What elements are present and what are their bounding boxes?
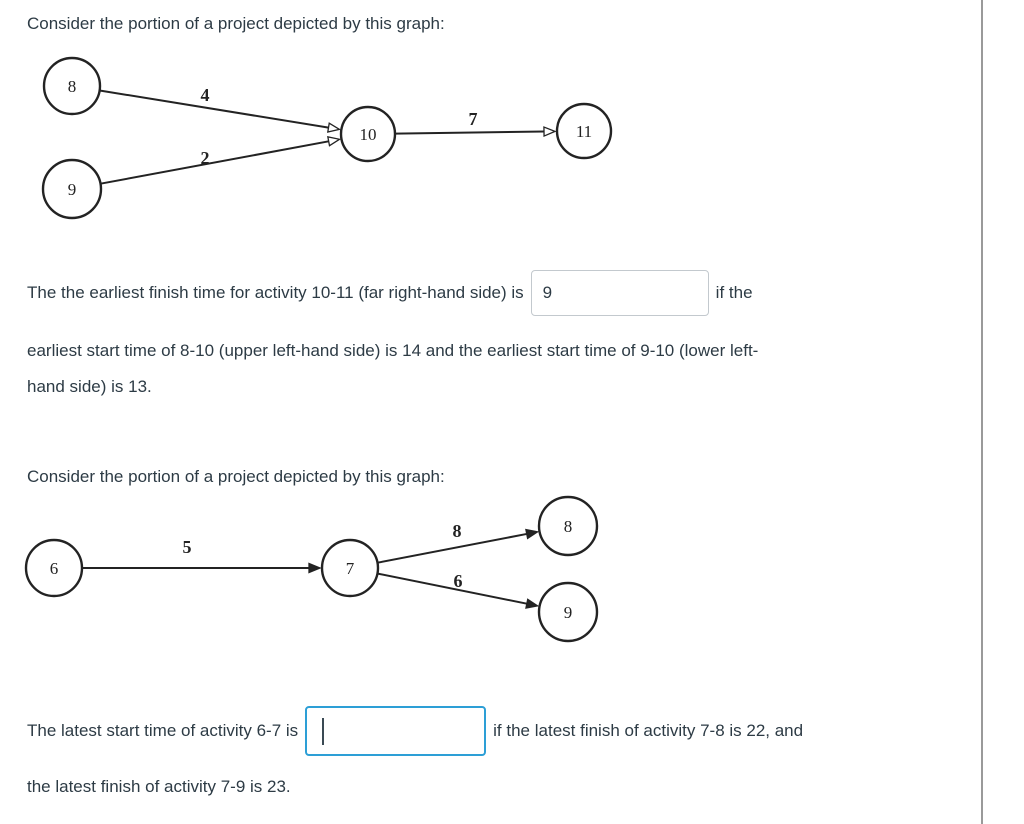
arrowhead-icon (543, 126, 557, 138)
answer-input-q2[interactable] (305, 706, 487, 756)
graph-edge-8-10 (99, 89, 329, 129)
arrowhead-icon (525, 528, 540, 540)
graph-edge-10-11 (394, 130, 545, 135)
graph-node-label-9: 9 (564, 603, 573, 622)
graph-node-11 (555, 102, 613, 160)
question1-answer-row: The the earliest finish time for activit… (27, 270, 753, 316)
graph-node-7 (320, 538, 380, 598)
question1-line3: hand side) is 13. (27, 377, 152, 396)
question1-text-before: The the earliest finish time for activit… (27, 283, 524, 302)
question1-line2: earliest start time of 8-10 (upper left-… (27, 341, 759, 360)
content-divider (981, 0, 983, 824)
edge-weight-label: 7 (469, 109, 478, 129)
project-graph-2: 5 8 6 6 7 8 9 (24, 495, 599, 643)
arrowhead-icon (326, 122, 342, 133)
graph-node-label-11: 11 (576, 122, 592, 141)
question2-text-before: The latest start time of activity 6-7 is (27, 721, 299, 740)
answer-input-q1[interactable] (530, 270, 709, 316)
question2-prompt: Consider the portion of a project depict… (27, 467, 445, 486)
project-graph-1: 4 2 7 8 9 10 11 (41, 56, 613, 220)
graph-node-label-10: 10 (360, 125, 377, 144)
text-caret (322, 718, 325, 745)
edge-weight-label: 4 (201, 85, 210, 105)
graph-node-label-9: 9 (68, 180, 77, 199)
arrowhead-icon (525, 598, 540, 609)
edge-weight-label: 2 (201, 148, 210, 168)
arrowhead-icon (327, 136, 342, 147)
graph-node-6 (24, 538, 84, 598)
graph-node-9 (41, 158, 103, 220)
graph-edge-7-8 (377, 532, 527, 564)
edge-weight-label: 5 (183, 537, 192, 557)
graph-node-label-7: 7 (346, 559, 355, 578)
question2-text-after: if the latest finish of activity 7-8 is … (493, 721, 804, 740)
graph-node-label-8: 8 (564, 517, 573, 536)
question2-line2: the latest finish of activity 7-9 is 23. (27, 777, 291, 796)
graph-node-label-8: 8 (68, 77, 77, 96)
graph-node-8 (42, 56, 102, 116)
question1-input-wrap (530, 270, 709, 316)
edge-weight-label: 6 (454, 571, 463, 591)
edge-weight-label: 8 (453, 521, 462, 541)
graph-node-8 (537, 495, 599, 557)
graph-edge-7-9 (377, 572, 528, 605)
graph-node-label-6: 6 (50, 559, 59, 578)
question1-text-after: if the (715, 283, 753, 302)
graph-edge-9-10 (100, 140, 329, 185)
graph-node-10 (339, 105, 397, 163)
graph-node-9 (537, 581, 599, 643)
arrowhead-icon (308, 562, 322, 574)
question1-prompt: Consider the portion of a project depict… (27, 14, 445, 33)
question2-answer-row: The latest start time of activity 6-7 is… (27, 706, 803, 756)
question2-input-wrap (305, 706, 487, 756)
